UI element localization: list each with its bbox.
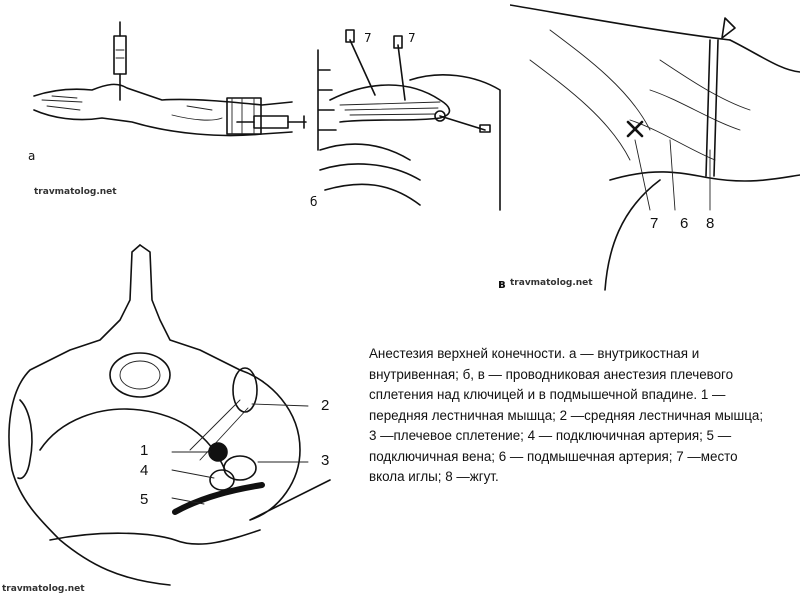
figure-panel-cross-section: 1 2 3 4 5 travmatolog.net [0, 240, 345, 600]
panel-c-label-6: 6 [680, 215, 689, 232]
cross-section-drawing [8, 244, 331, 586]
panel-c-letter: в [498, 277, 506, 291]
panel-d-watermark: travmatolog.net [2, 584, 85, 594]
label-1-anterior-scalene: 1 [140, 442, 149, 459]
label-3-brachial-plexus: 3 [321, 452, 330, 469]
figure-panel-c: 7 6 8 в travmatolog.net [498, 0, 800, 295]
panel-a-watermark: travmatolog.net [34, 187, 117, 197]
arm-injection-drawing [33, 21, 307, 137]
clavicle-region-drawing [317, 29, 501, 211]
figure-panel-b: б 7 7 [290, 10, 510, 215]
figure-caption: Анестезия верхней конечности. а — внутри… [369, 346, 764, 484]
panel-a-letter: а [28, 149, 36, 163]
panel-b-label-2: 7 [408, 31, 416, 45]
panel-c-watermark: travmatolog.net [510, 278, 593, 288]
figure-panel-a: а travmatolog.net [22, 10, 312, 210]
panel-c-label-8: 8 [706, 215, 715, 232]
panel-b-letter: б [310, 195, 318, 209]
label-5-subclavian-vein: 5 [140, 491, 149, 508]
label-2-middle-scalene: 2 [321, 397, 330, 414]
axilla-drawing [510, 4, 800, 291]
panel-c-label-7: 7 [650, 215, 659, 232]
label-4-subclavian-artery: 4 [140, 462, 149, 479]
panel-b-label-1: 7 [364, 31, 372, 45]
